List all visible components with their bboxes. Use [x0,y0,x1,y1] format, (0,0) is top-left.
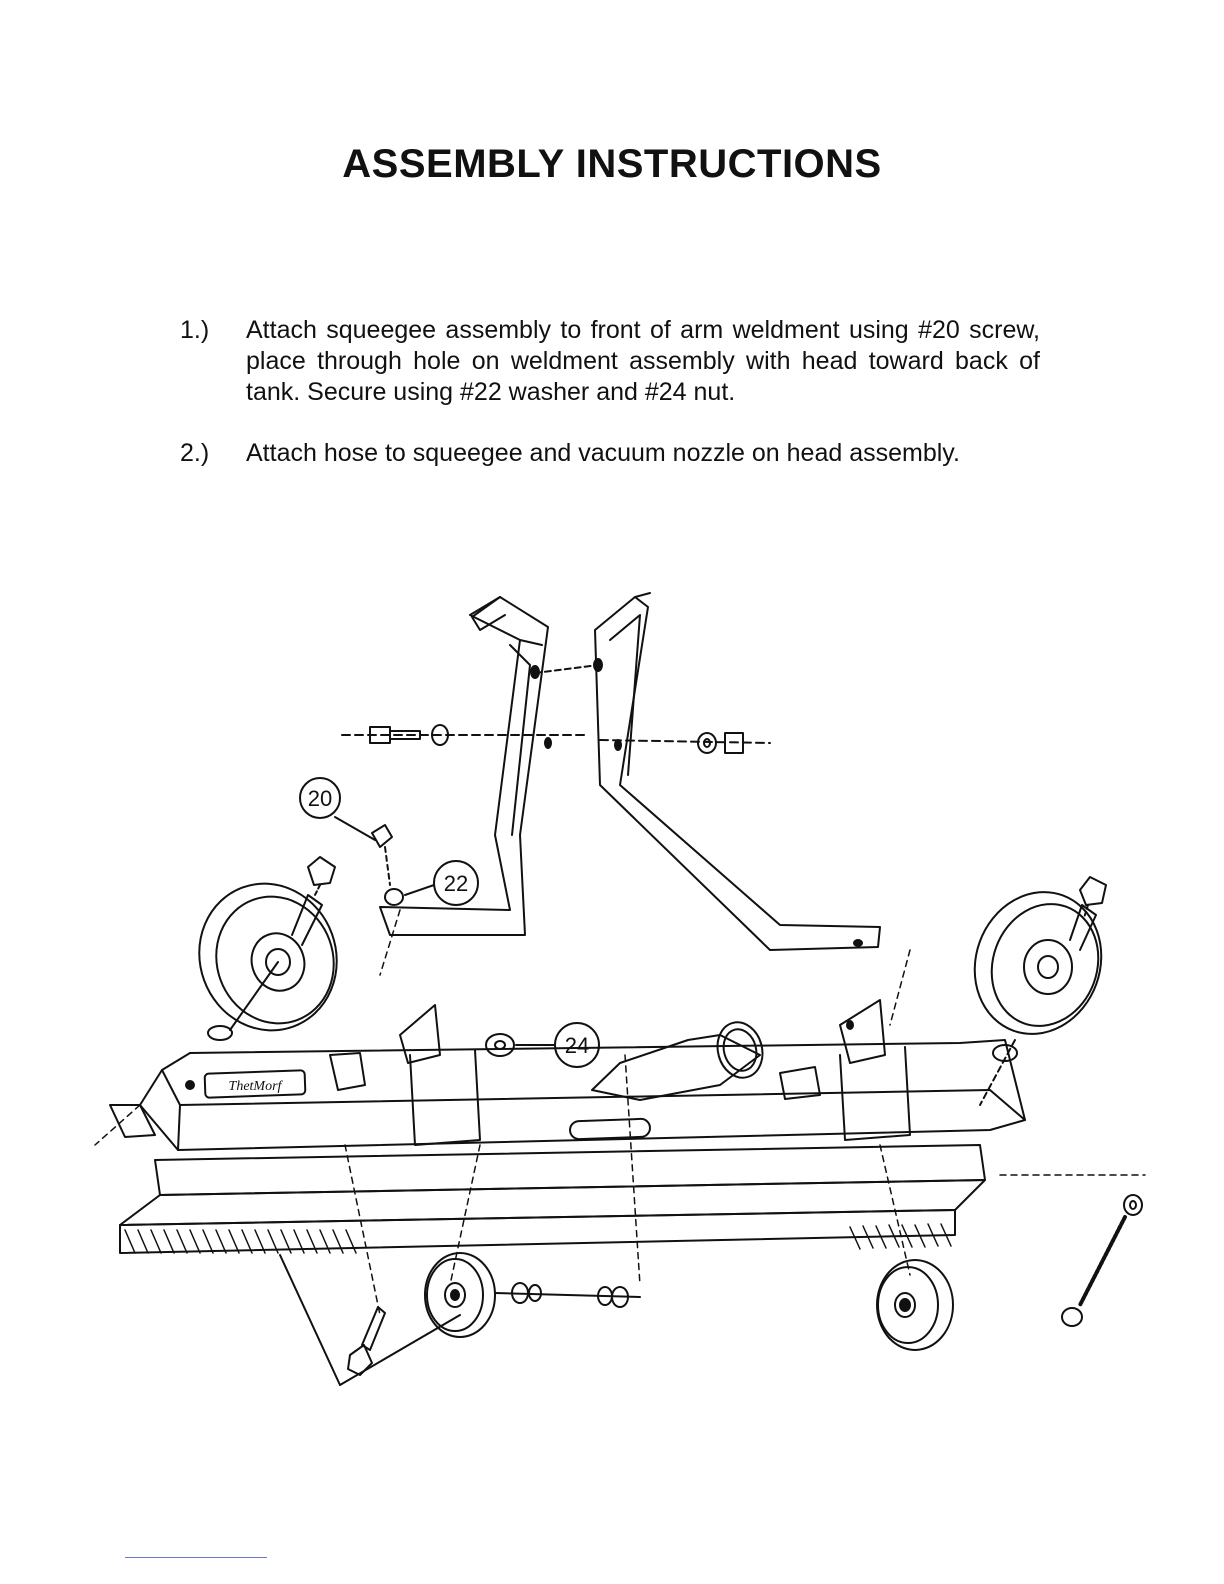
frame-label-plate: ThetMorf [229,1079,284,1094]
instruction-step-1: 1.) Attach squeegee assembly to front of… [180,315,1040,408]
callout-24-label: 24 [565,1033,589,1058]
callout-20: 20 [300,778,403,905]
left-caster-wheel [179,857,357,1050]
arm-bolt-hardware [342,665,770,753]
callout-22: 22 [405,861,478,905]
rear-wheel-left [425,1253,495,1337]
right-arm-weldment [594,593,880,950]
callout-20-label: 20 [308,786,332,811]
right-side-bolt [1062,1195,1142,1326]
rear-axle-hardware [495,1283,640,1307]
rear-wheel-right [877,1260,953,1350]
right-caster-wheel [955,874,1121,1105]
callout-22-label: 22 [444,871,468,896]
step-text: Attach hose to squeegee and vacuum nozzl… [246,438,1040,469]
squeegee-assembly-diagram: 20 22 24 [80,585,1160,1405]
footer-rule [125,1557,267,1558]
step-number: 1.) [180,315,240,346]
callout-24: 24 [486,1023,599,1067]
step-text: Attach squeegee assembly to front of arm… [246,315,1040,408]
step-number: 2.) [180,438,240,469]
page-title: ASSEMBLY INSTRUCTIONS [0,142,1224,187]
instruction-step-2: 2.) Attach hose to squeegee and vacuum n… [180,438,1040,469]
